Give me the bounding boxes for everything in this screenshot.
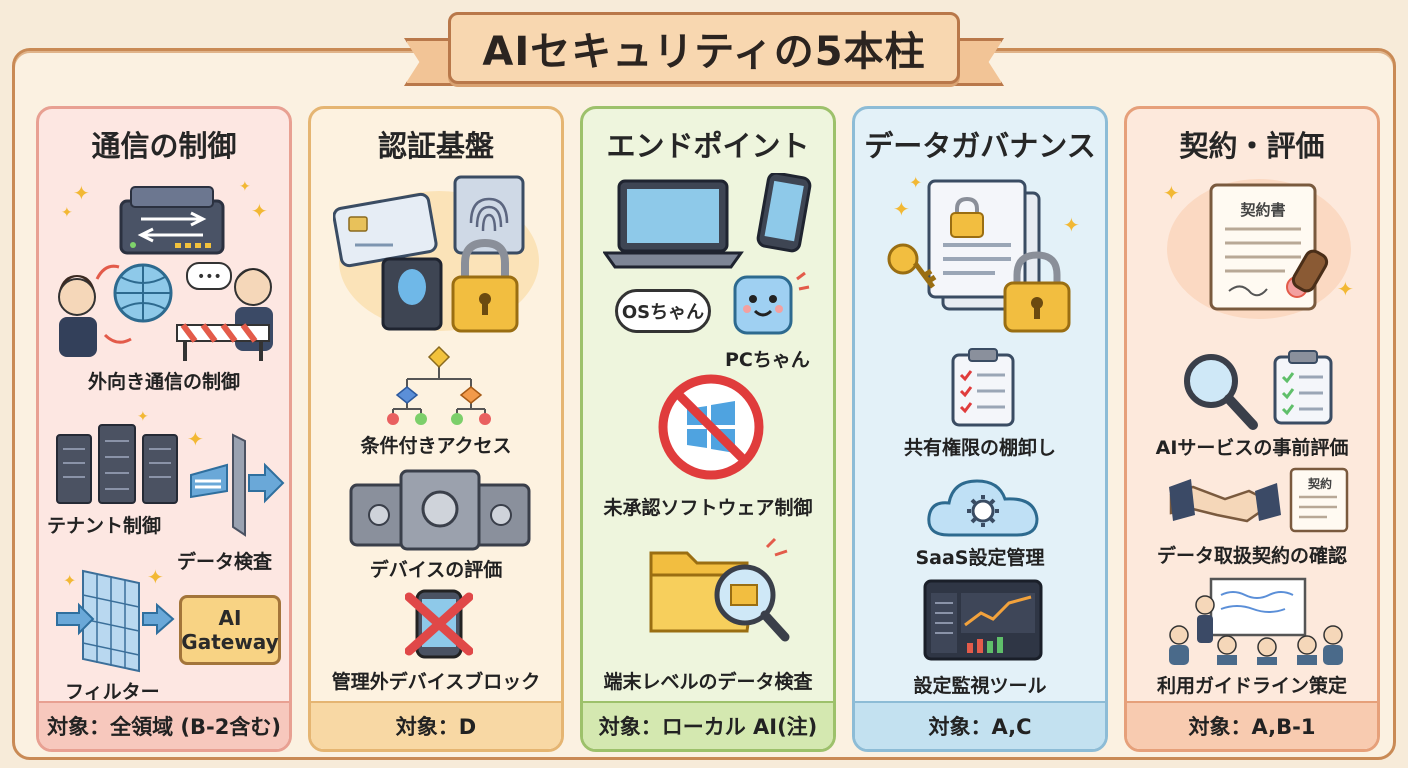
pc-chan-mascot-icon xyxy=(733,271,810,335)
item-unmanaged-device-block: 管理外デバイスブロック xyxy=(331,671,541,693)
folder-search-icon xyxy=(649,537,790,642)
monitoring-dashboard-icon xyxy=(923,579,1043,661)
item-tenant-control: テナント制御 xyxy=(47,515,162,537)
conditional-access-tree-icon xyxy=(387,345,491,425)
blocked-device-icon xyxy=(405,589,473,659)
contract-scroll-icon xyxy=(1167,179,1351,319)
checklist-clipboard-icon xyxy=(951,348,1015,427)
pillar-network-control: 通信の制御 ✦ ✦ ✦ ✦ ••• 外向き通信の制御 ✦ テナント制御 xyxy=(36,106,292,752)
pillar-scope: 対象：全領域 (B-2含む) xyxy=(39,701,289,749)
locked-documents-icon xyxy=(887,179,1071,333)
os-chan-bubble: OSちゃん xyxy=(615,289,711,333)
pillar-title: 契約・評価 xyxy=(1179,129,1325,163)
auth-devices-icon xyxy=(333,175,539,333)
pillar-contract-evaluation: 契約・評価 契約書 ✦ ✦ AIサービスの事前評価 契約 データ取扱契約の確認 xyxy=(1124,106,1380,752)
unapproved-software-icon xyxy=(658,374,764,480)
pillar-title: 通信の制御 xyxy=(91,129,237,163)
item-conditional-access: 条件付きアクセス xyxy=(360,435,512,457)
svg-text:•••: ••• xyxy=(197,269,222,285)
title-banner: AIセキュリティの5本柱 xyxy=(404,8,1004,98)
cloud-settings-icon xyxy=(927,479,1039,537)
network-switch-icon xyxy=(119,186,225,255)
item-sharing-permission-audit: 共有権限の棚卸し xyxy=(903,437,1056,459)
guideline-meeting-icon xyxy=(1169,577,1343,665)
pillar-scope: 対象：A,B-1 xyxy=(1127,701,1377,749)
item-endpoint-data-inspection: 端末レベルのデータ検査 xyxy=(603,671,813,693)
magnifier-icon xyxy=(1184,354,1258,430)
gateway-label-line2: Gateway xyxy=(181,630,279,654)
ai-gateway-box: AI Gateway xyxy=(179,595,281,665)
pillar-data-governance: データガバナンス ✦ ✦ ✦ 共有権限の棚卸し SaaS設定管理 設定監視ツール xyxy=(852,106,1108,752)
pillar-authentication: 認証基盤 条件付きアクセス デバイスの評価 管理外デバイスブロック xyxy=(308,106,564,752)
people-globe-icon: ••• xyxy=(58,262,273,361)
item-data-handling-contract: データ取扱契約の確認 xyxy=(1156,545,1347,567)
pillar-title: 認証基盤 xyxy=(377,129,494,163)
server-rack-icon xyxy=(56,424,178,504)
item-data-inspection: データ検査 xyxy=(177,551,273,573)
item-outbound-control: 外向き通信の制御 xyxy=(87,371,240,393)
item-unapproved-software-control: 未承認ソフトウェア制御 xyxy=(603,497,813,519)
pillar-title: データガバナンス xyxy=(864,129,1096,163)
evaluation-clipboard-icon xyxy=(1273,350,1333,425)
pillar-scope: 対象：ローカル AI(注) xyxy=(583,701,833,749)
item-ai-service-assessment: AIサービスの事前評価 xyxy=(1155,437,1349,459)
inspection-gate-icon xyxy=(190,433,285,537)
item-saas-config-management: SaaS設定管理 xyxy=(915,547,1045,569)
item-filter: フィルター xyxy=(65,681,160,703)
laptop-phone-icon xyxy=(603,173,812,269)
filter-wall-icon xyxy=(56,569,175,673)
banner-body: AIセキュリティの5本柱 xyxy=(448,12,960,84)
pc-chan-label: PCちゃん xyxy=(725,349,810,371)
small-contract-title: 契約 xyxy=(1307,477,1332,491)
item-usage-guideline: 利用ガイドライン策定 xyxy=(1156,675,1347,697)
handshake-contract-icon xyxy=(1169,467,1349,533)
pillar-scope: 対象：A,C xyxy=(855,701,1105,749)
item-device-evaluation: デバイスの評価 xyxy=(369,559,503,581)
device-safe-icon xyxy=(349,469,531,551)
pillar-endpoint: エンドポイント OSちゃん PCちゃん 未承認ソフトウェア制御 端末レベルのデー… xyxy=(580,106,836,752)
pillar-scope: 対象：D xyxy=(311,701,561,749)
page-title: AIセキュリティの5本柱 xyxy=(482,29,926,75)
item-config-monitoring-tool: 設定監視ツール xyxy=(913,675,1047,697)
gateway-label-line1: AI xyxy=(218,606,242,630)
pillar-title: エンドポイント xyxy=(606,129,810,163)
contract-doc-title: 契約書 xyxy=(1240,201,1286,219)
